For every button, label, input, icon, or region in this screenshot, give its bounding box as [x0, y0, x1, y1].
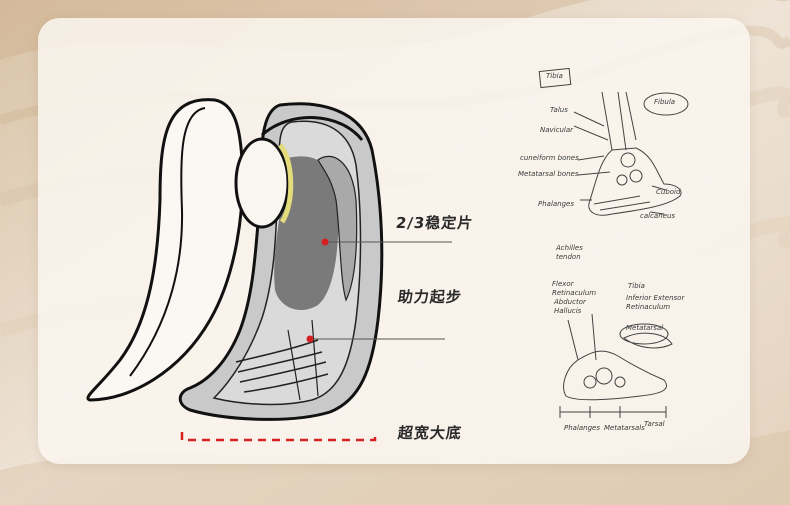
ankle-bone-sketch: [538, 67, 689, 216]
push-assist-marker: [306, 335, 314, 343]
sketch-label-fibula: Fibula: [654, 98, 676, 106]
sketch-label-navicular: Navicular: [540, 126, 574, 134]
sketch-label-inferior-extensor: Inferior Extensor Retinaculum: [626, 294, 685, 311]
sketch-label-tarsal: Tarsal: [644, 420, 665, 428]
sketch-label-cuboid: Cuboid: [656, 188, 681, 196]
heel-cushion-disc: [234, 137, 290, 229]
foot-muscle-sketch: [559, 313, 673, 418]
sketch-label-calcaneus: calcaneus: [640, 212, 676, 220]
sketch-label-metatarsal: Metatarsal bones: [518, 170, 579, 178]
sketch-label-phalanges-bottom: Phalanges: [564, 424, 601, 432]
sketch-label-metatarsal-bottom: Metatarsal: [626, 324, 664, 332]
sketch-label-tibia-bottom: Tibia: [628, 282, 645, 290]
sketch-label-talus: Talus: [550, 106, 568, 114]
insole-side-outline: [86, 98, 245, 402]
sketch-label-achilles: Achilles tendon: [556, 244, 583, 261]
sketch-label-metatarsals: Metatarsals: [604, 424, 645, 432]
sketch-label-tibia: Tibia: [546, 72, 563, 80]
sketch-label-abductor: Abductor Hallucis: [554, 298, 586, 315]
callout-stabilizer: 2/3稳定片: [395, 214, 475, 232]
stabilizer-marker: [321, 238, 329, 246]
sketch-label-cuneiform: cuneiform bones: [520, 154, 579, 162]
callout-wide-base: 超宽大底: [397, 424, 463, 442]
sketch-label-phalanges: Phalanges: [538, 200, 575, 208]
sketch-label-flexor: Flexor Retinaculum: [552, 280, 597, 297]
callout-push-assist: 助力起步: [397, 288, 463, 306]
wide-base-dashed-line: [180, 432, 377, 442]
